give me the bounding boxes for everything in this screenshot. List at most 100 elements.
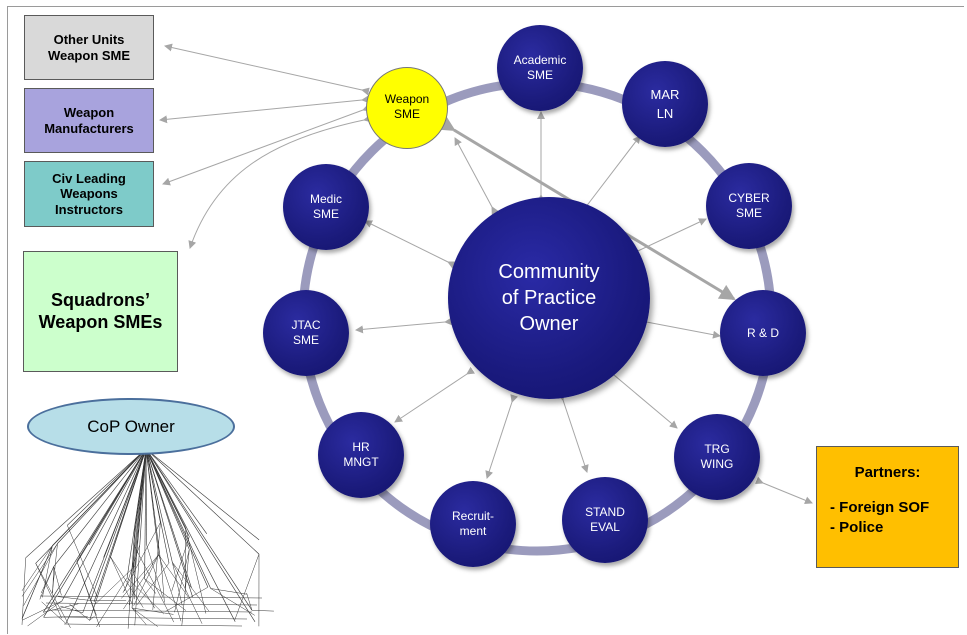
org-sublink <box>110 556 133 604</box>
org-sublink <box>158 554 182 622</box>
node-stand-eval: STAND EVAL <box>562 477 648 563</box>
node-academic-line-2: SME <box>526 68 553 82</box>
org-sublink <box>131 529 136 596</box>
node-medic-line-1: Medic <box>309 192 342 206</box>
org-sublink <box>158 554 189 598</box>
org-sublink <box>69 603 90 621</box>
org-sublink <box>152 522 161 610</box>
org-link <box>61 448 147 602</box>
org-link <box>145 448 159 555</box>
org-link <box>57 448 147 544</box>
org-link <box>76 448 147 562</box>
org-sublink <box>126 577 164 615</box>
org-sublink <box>21 545 53 591</box>
arrow-center-stand <box>556 392 589 473</box>
node-stand-line-2: EVAL <box>590 520 620 534</box>
org-sublink <box>172 562 210 612</box>
org-link <box>145 448 260 541</box>
node-stand-line-1: STAND <box>585 505 625 519</box>
org-sublink <box>43 603 79 613</box>
partners-box: Partners: - Foreign SOF - Police <box>816 446 959 568</box>
node-medic-line-2: SME <box>312 207 339 221</box>
slide-frame <box>7 6 964 634</box>
node-mar-ln: MAR LN <box>622 61 708 147</box>
node-medic-sme: Medic SME <box>283 164 369 250</box>
arrow-center-hr <box>394 366 476 423</box>
org-link <box>89 448 147 621</box>
cop-owner-ellipse: CoP Owner <box>27 398 235 455</box>
org-link <box>67 448 147 526</box>
civ-line-1: Civ Leading <box>52 170 126 186</box>
org-sublink <box>134 544 141 626</box>
node-recruitment: Recruit- ment <box>430 481 516 567</box>
civ-line-3: Instructors <box>55 201 123 217</box>
node-recruit-line-1: Recruit- <box>451 509 494 523</box>
node-weapon-line-1: Weapon <box>384 92 430 106</box>
org-link <box>134 448 147 567</box>
cop-owner-label: CoP Owner <box>87 416 175 436</box>
org-link <box>43 448 147 613</box>
org-link <box>145 448 211 589</box>
arrow-center-recruit <box>485 394 518 479</box>
org-sublink <box>210 588 255 616</box>
org-hierarchy-tree <box>25 448 260 624</box>
node-weapon-line-2: SME <box>393 107 420 121</box>
manufacturers-line-2: Manufacturers <box>44 120 134 136</box>
partner-item-foreign-sof: - Foreign SOF <box>830 499 930 516</box>
org-link <box>145 448 209 588</box>
org-sublink <box>110 556 144 608</box>
node-hr-mngt: HR MNGT <box>318 412 404 498</box>
org-tier-line <box>39 595 263 599</box>
org-sublink <box>21 557 26 625</box>
node-cyber-line-2: SME <box>735 206 762 220</box>
org-sublink <box>146 544 163 597</box>
manufacturers-line-1: Weapon <box>63 104 115 120</box>
org-sublink <box>136 562 170 606</box>
org-sublink <box>184 527 186 593</box>
org-sublink <box>246 592 253 611</box>
org-link <box>53 448 147 567</box>
org-sublink <box>171 536 190 592</box>
org-sublink <box>132 573 156 609</box>
org-sublink <box>234 554 260 620</box>
node-cyber-sme: CYBER SME <box>706 163 792 249</box>
arrow-weapon-squadrons <box>188 114 372 249</box>
org-sublink <box>172 562 203 624</box>
center-line-2: of Practice <box>501 287 597 309</box>
org-sublink <box>161 571 165 603</box>
node-cyber-line-1: CYBER <box>728 191 770 205</box>
node-academic-sme: Academic SME <box>497 25 583 111</box>
org-sublink <box>174 549 190 613</box>
center-line-1: Community <box>498 261 600 283</box>
node-rd-line-1: R & D <box>746 325 779 340</box>
node-jtac-sme: JTAC SME <box>263 290 349 376</box>
org-sublink <box>121 554 159 599</box>
other-units-line-2: Weapon SME <box>47 47 131 63</box>
org-sublink <box>35 563 71 629</box>
org-sublink <box>181 549 190 626</box>
org-link <box>145 448 260 555</box>
org-tier-line <box>45 602 258 606</box>
org-sublink <box>124 544 141 592</box>
org-link <box>131 448 147 573</box>
node-weapon-sme: Weapon SME <box>366 67 448 149</box>
squadrons-line-2: Weapon SMEs <box>38 311 163 332</box>
org-sublink <box>172 562 183 606</box>
node-mar-line-2: LN <box>656 106 674 121</box>
org-link <box>145 448 147 545</box>
org-sublink <box>210 588 247 595</box>
org-link <box>145 448 236 622</box>
org-sublink <box>67 525 98 597</box>
squadrons-weapon-smes-box: Squadrons’Weapon SMEs <box>23 251 178 372</box>
org-sublink <box>21 543 58 597</box>
org-sublink <box>131 607 147 625</box>
node-jtac-line-1: JTAC <box>291 318 321 332</box>
node-r-and-d: R & D <box>720 290 806 376</box>
node-hr-line-1: HR <box>352 440 370 454</box>
org-sublink <box>53 566 62 596</box>
arrow-center-mar <box>574 135 641 220</box>
org-sublink <box>131 607 158 627</box>
center-line-3: Owner <box>519 313 579 335</box>
org-sublink <box>52 566 54 593</box>
